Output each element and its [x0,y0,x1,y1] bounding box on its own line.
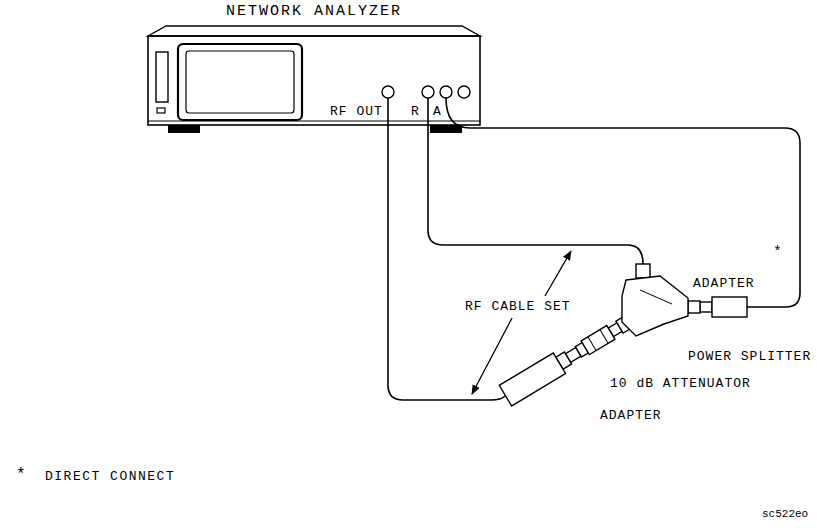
node-label: ADAPTER [600,408,662,424]
node-label: NETWORK ANALYZER [148,3,480,21]
node-label: 10 dB ATTENUATOR [610,376,751,392]
power-splitter-shape [612,262,702,342]
rf-cable [428,98,643,264]
node-label: POWER SPLITTER [688,349,811,365]
port-label: A [433,104,442,120]
note-text: DIRECT CONNECT [45,469,175,485]
adapter-shape [700,295,747,319]
node-label: ADAPTER [693,276,755,292]
rf-cable [388,98,505,400]
adapter: ADAPTER [700,295,747,319]
network-analyzer-shape [148,24,480,134]
leader-line [545,251,571,296]
cable-label: RF CABLE SET [465,299,571,315]
network-analyzer: NETWORK ANALYZER [148,24,480,134]
note-symbol: * [16,466,26,485]
port-label: RF OUT [330,104,383,120]
figure-id: sc522eo [762,508,808,521]
adapter: ADAPTER [498,338,584,410]
power-splitter: POWER SPLITTER [612,262,702,342]
rf-cable [446,98,800,307]
adapter-shape [498,338,584,410]
cable-note: * [773,244,782,262]
port-label: R [411,104,420,120]
